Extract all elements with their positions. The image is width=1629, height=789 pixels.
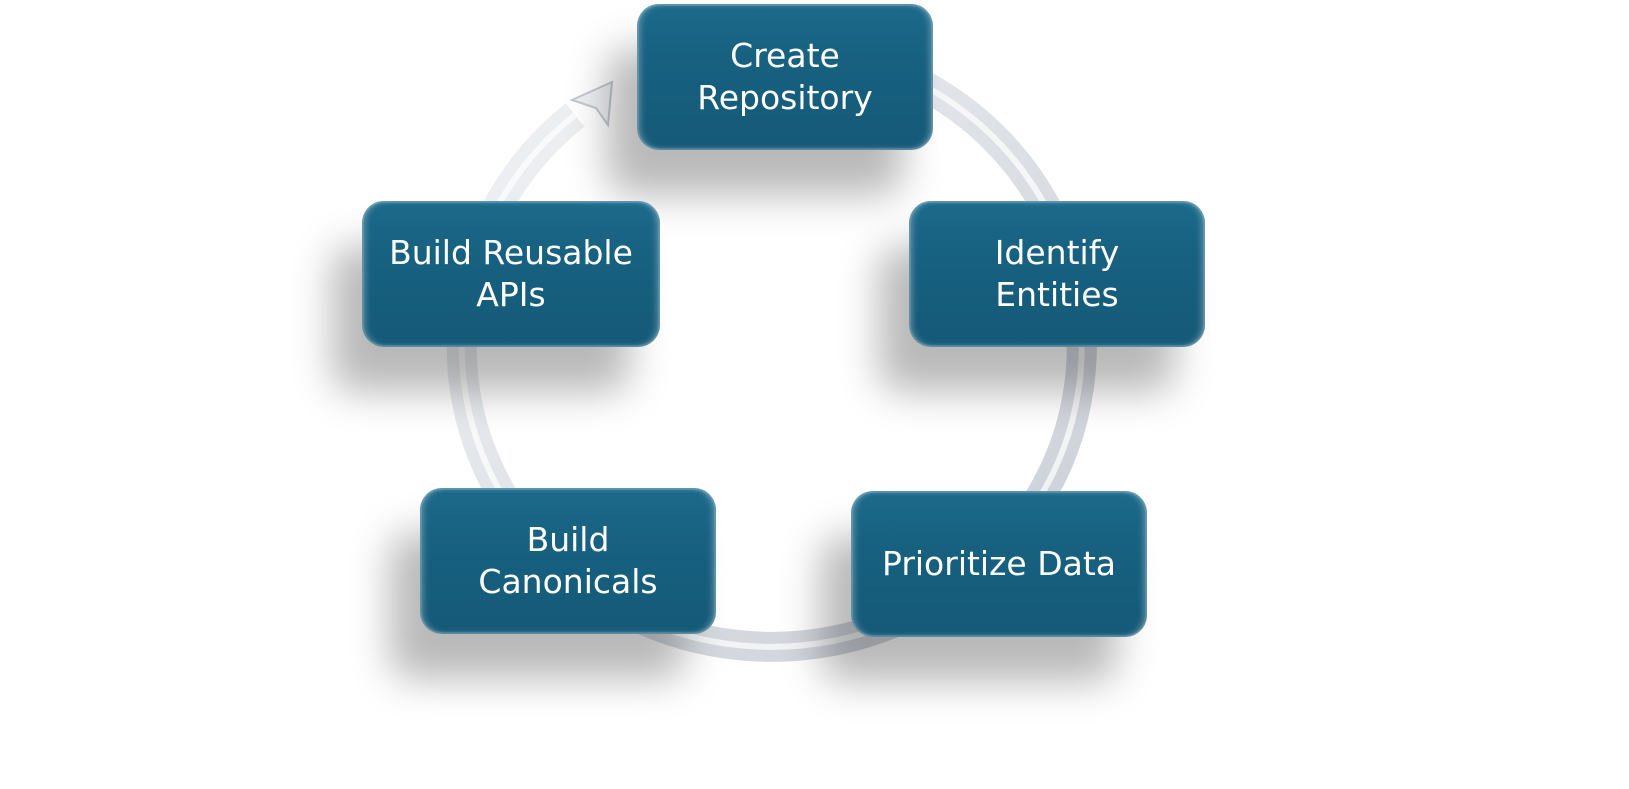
step-label-line2: APIs — [476, 275, 546, 314]
step-label-line1: Build Reusable — [389, 233, 633, 272]
step-label-line2: Canonicals — [478, 562, 658, 601]
step-label-line1: Prioritize Data — [882, 544, 1116, 583]
step-label-line2: Repository — [697, 78, 873, 117]
step-label-line2: Entities — [995, 275, 1119, 314]
arrowhead-icon — [569, 80, 614, 128]
step-label-line1: Identify — [994, 233, 1120, 272]
step-label-line1: Create — [730, 36, 840, 75]
step-prioritize-data: Prioritize Data — [851, 491, 1147, 637]
step-label-line1: Build — [526, 520, 610, 559]
